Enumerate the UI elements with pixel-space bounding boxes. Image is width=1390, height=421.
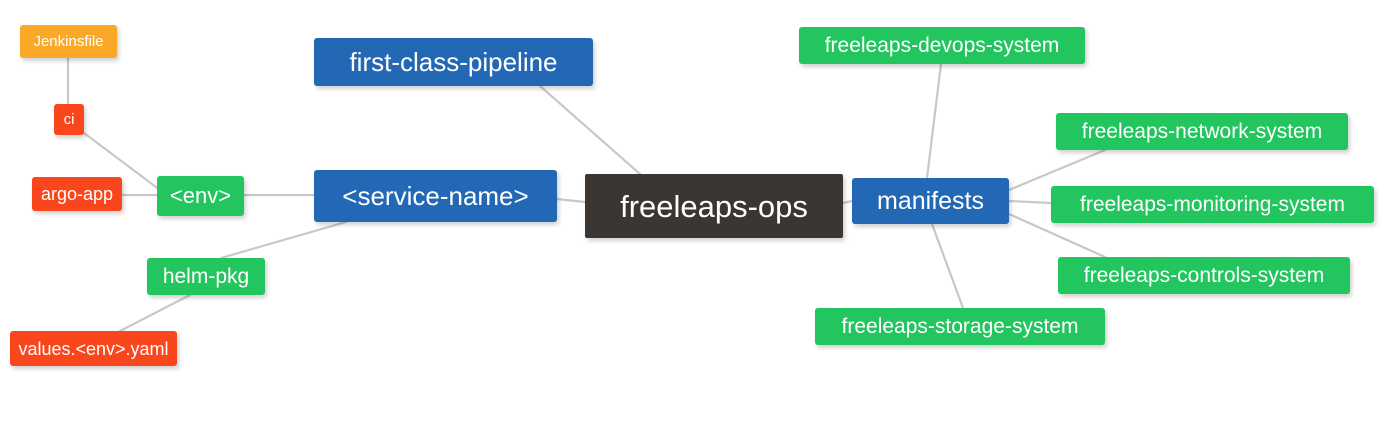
node-argo-app[interactable]: argo-app <box>32 177 122 211</box>
node-manifests[interactable]: manifests <box>852 178 1009 224</box>
node-helm-pkg[interactable]: helm-pkg <box>147 258 265 295</box>
edge-manifests-network-system <box>1007 148 1107 192</box>
node-label: manifests <box>877 186 984 215</box>
edge-helm-pkg-service-name <box>219 220 348 260</box>
node-first-class-pipeline[interactable]: first-class-pipeline <box>314 38 593 86</box>
node-label: freeleaps-monitoring-system <box>1080 193 1345 216</box>
edge-manifests-devops-system <box>925 62 943 180</box>
node-freeleaps-network-system[interactable]: freeleaps-network-system <box>1056 113 1348 150</box>
node-label: <service-name> <box>342 181 529 211</box>
node-service-name[interactable]: <service-name> <box>314 170 557 222</box>
node-freeleaps-devops-system[interactable]: freeleaps-devops-system <box>799 27 1085 64</box>
edge-manifests-storage-system <box>930 222 965 310</box>
edge-pipeline-root <box>538 84 642 176</box>
node-label: values.<env>.yaml <box>18 338 169 359</box>
node-label: freeleaps-controls-system <box>1083 264 1325 287</box>
node-label: freeleaps-network-system <box>1081 120 1323 143</box>
node-freeleaps-monitoring-system[interactable]: freeleaps-monitoring-system <box>1051 186 1374 223</box>
node-label: ci <box>63 111 75 128</box>
edge-manifests-monitoring-system <box>1007 199 1053 205</box>
node-label: helm-pkg <box>162 265 250 288</box>
node-jenkinsfile[interactable]: Jenkinsfile <box>20 25 117 58</box>
node-freeleaps-controls-system[interactable]: freeleaps-controls-system <box>1058 257 1350 294</box>
node-label: <env> <box>169 183 232 208</box>
node-label: freeleaps-storage-system <box>841 315 1079 338</box>
edge-service-name-root <box>555 197 587 204</box>
node-freeleaps-ops[interactable]: freeleaps-ops <box>585 174 843 238</box>
node-label: argo-app <box>40 184 114 204</box>
node-ci[interactable]: ci <box>54 104 84 135</box>
node-label: freeleaps-ops <box>620 188 808 224</box>
node-values-env-yaml[interactable]: values.<env>.yaml <box>10 331 177 366</box>
edge-root-manifests <box>841 199 854 205</box>
node-env[interactable]: <env> <box>157 176 244 216</box>
node-freeleaps-storage-system[interactable]: freeleaps-storage-system <box>815 308 1105 345</box>
edge-values-helm-pkg <box>118 293 192 333</box>
node-label: first-class-pipeline <box>349 47 558 77</box>
node-label: Jenkinsfile <box>33 33 104 50</box>
node-label: freeleaps-devops-system <box>824 34 1060 57</box>
